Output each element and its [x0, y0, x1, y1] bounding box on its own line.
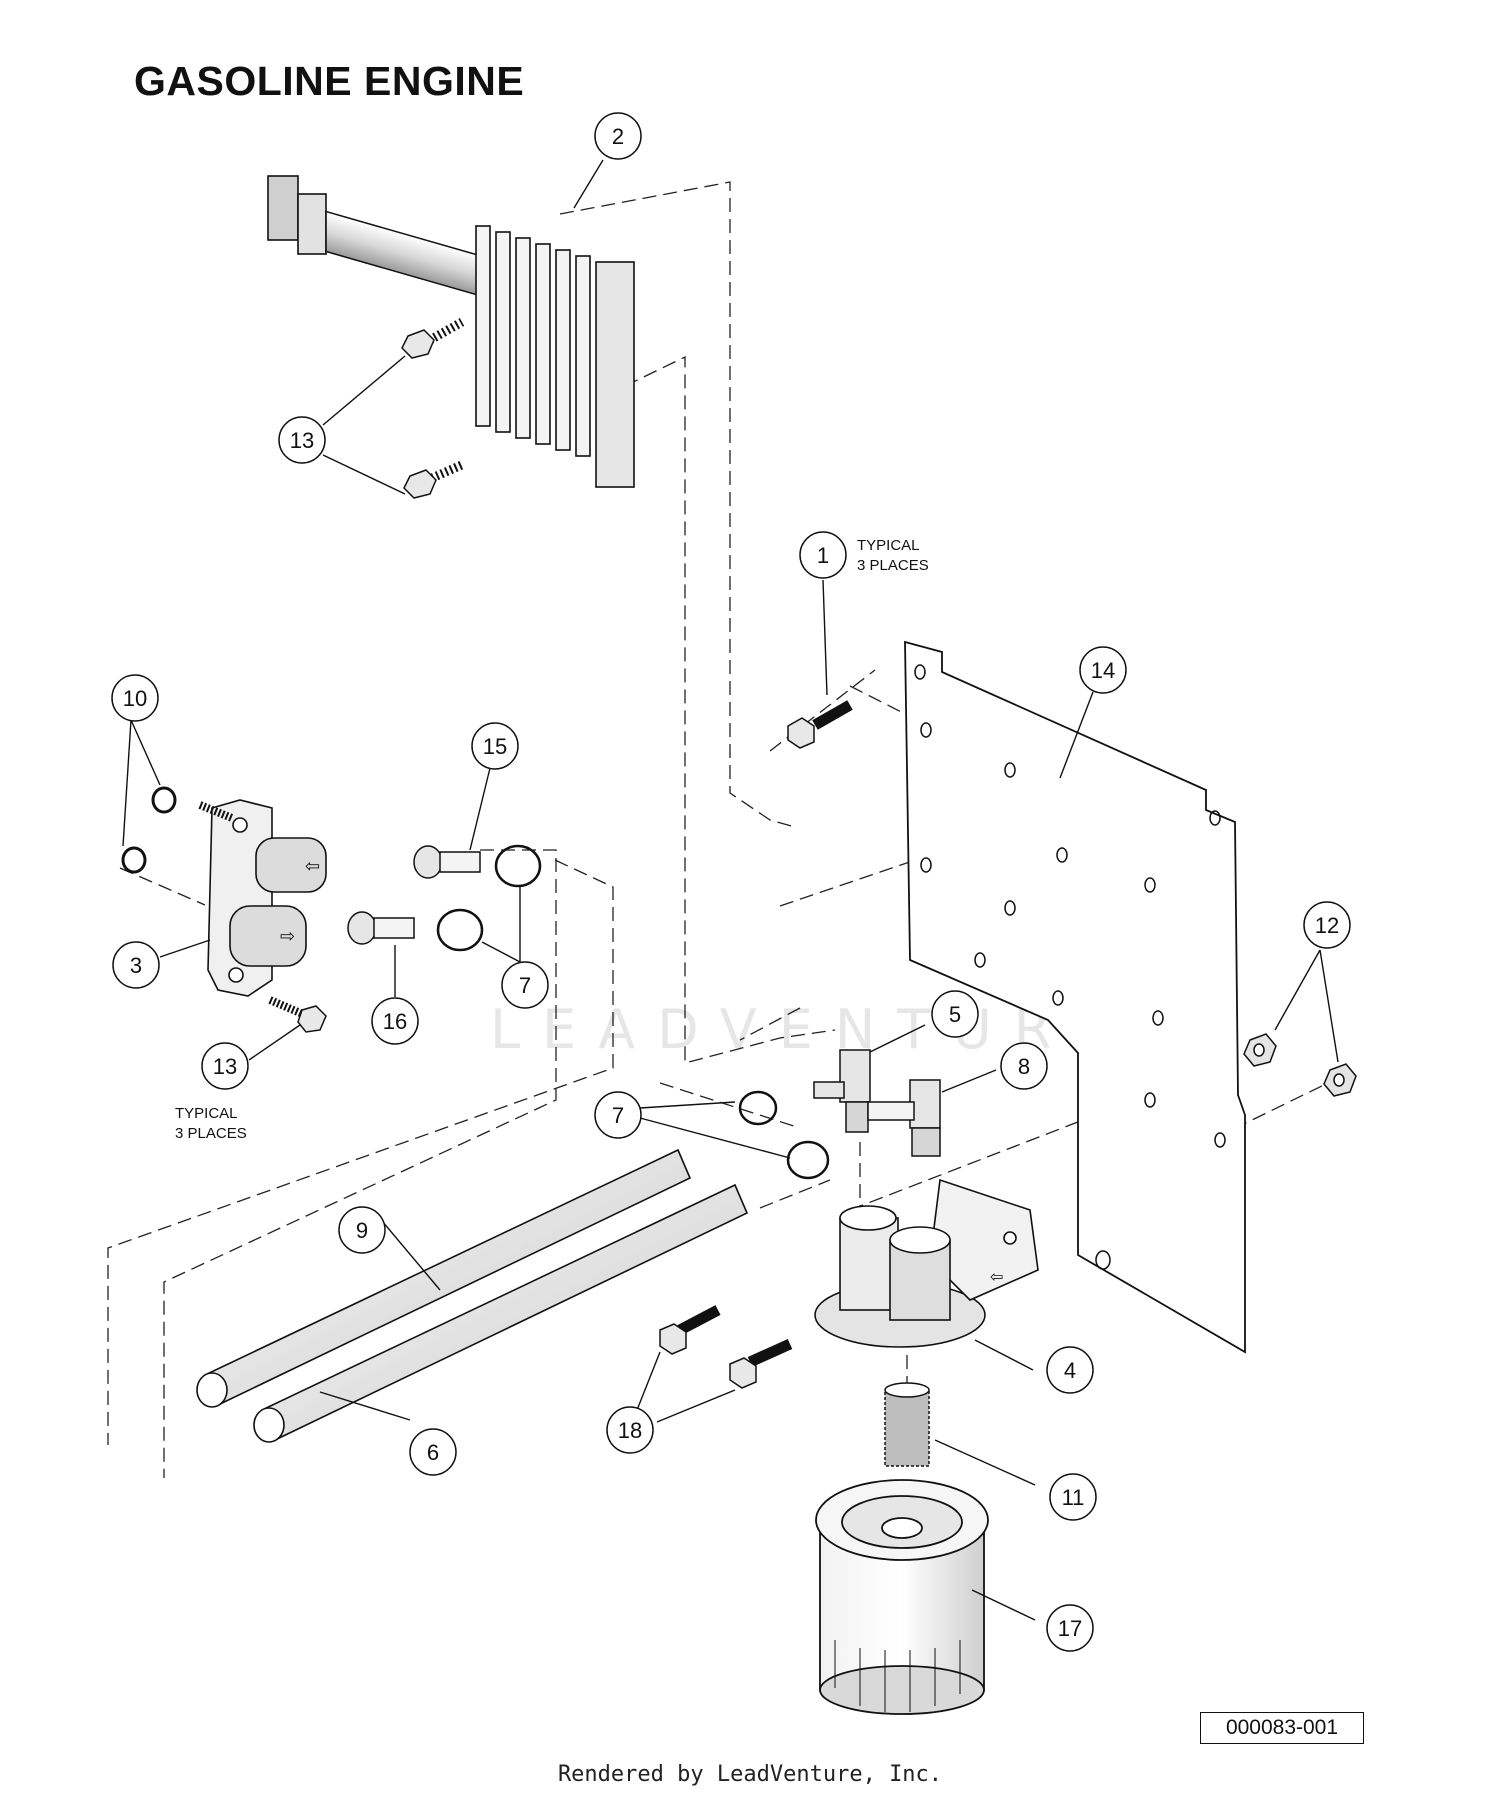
callout-label: 12	[1315, 913, 1339, 938]
callout-label: 18	[618, 1418, 642, 1443]
callout-14	[1079, 646, 1127, 694]
adapter-housing: ⇦ ⇨	[207, 799, 327, 997]
callout-7-left	[501, 961, 549, 1009]
callout-13-lower	[201, 1042, 249, 1090]
filter-grip-ridges	[834, 1640, 961, 1712]
callout-label: 9	[356, 1218, 368, 1243]
fitting-lower	[347, 911, 415, 945]
callout-10	[1049, 1473, 1097, 1521]
mounting-plate	[904, 640, 1246, 1354]
callout-label: 14	[1091, 658, 1115, 683]
callout-label: 3	[130, 953, 142, 978]
o-rings	[121, 786, 177, 874]
cooler-pipe	[325, 210, 487, 299]
clamp-lower-left	[436, 908, 484, 952]
hose-clamps	[436, 844, 830, 1180]
callout-11	[111, 674, 159, 722]
callout-circles	[111, 112, 1351, 1652]
callout-label: 1	[817, 543, 829, 568]
elbow-8	[867, 1079, 941, 1157]
callout-15	[471, 722, 519, 770]
clamp-upper-right	[738, 1090, 778, 1126]
clamp-upper-left	[494, 844, 542, 888]
oil-filter	[815, 1479, 989, 1715]
svg-text:⇦: ⇦	[305, 856, 320, 876]
callout-16	[371, 997, 419, 1045]
callout-label: 13	[213, 1054, 237, 1079]
footer-credit: Rendered by LeadVenture, Inc.	[557, 1762, 943, 1787]
hoses	[196, 1148, 749, 1443]
callout-18	[606, 1406, 654, 1454]
adapter-bolts	[659, 1305, 793, 1389]
leader-lines	[122, 159, 1339, 1621]
document-number: 000083-001	[1200, 1712, 1364, 1744]
plate-bolt	[787, 700, 853, 749]
callout-4	[1046, 1346, 1094, 1394]
callout-label: 15	[483, 734, 507, 759]
callout-label: 8	[1018, 1054, 1030, 1079]
typical-notes: TYPICAL 3 PLACES TYPICAL 3 PLACES	[175, 537, 929, 1142]
callout-label: 2	[612, 124, 624, 149]
cooler-fins	[475, 225, 635, 488]
plate-holes	[914, 664, 1226, 1270]
note-typical-13-line1: TYPICAL	[175, 1105, 238, 1122]
callout-3	[112, 941, 160, 989]
housing-bolts	[198, 801, 327, 1033]
callout-17	[1046, 1604, 1094, 1652]
oil-cooler	[267, 175, 635, 488]
callout-labels: 2 13 1 14 10 15 3 16 7 13 12 5 8 7 9 4 6…	[123, 124, 1339, 1641]
svg-text:⇨: ⇨	[280, 926, 295, 946]
callout-12	[1303, 901, 1351, 949]
bolt-upper	[401, 318, 465, 359]
callout-label: 5	[949, 1002, 961, 1027]
callout-label: 11	[1062, 1485, 1085, 1510]
note-typical-1-line1: TYPICAL	[857, 537, 920, 554]
callout-8	[1000, 1042, 1048, 1090]
callout-1	[799, 531, 847, 579]
filter-adapter: ⇦	[814, 1178, 1039, 1348]
bolt-lower	[403, 459, 466, 499]
callout-label: 16	[383, 1009, 407, 1034]
cooler-bolts	[401, 318, 466, 499]
callout-13-upper	[278, 416, 326, 464]
threaded-nipple	[884, 1382, 930, 1467]
callout-2	[594, 112, 642, 160]
cooler-bracket-left	[267, 175, 299, 241]
callout-label: 13	[290, 428, 314, 453]
fitting-upper	[413, 845, 481, 879]
plate-nuts	[1243, 1033, 1357, 1097]
note-typical-13-line2: 3 PLACES	[175, 1125, 247, 1142]
hose-9	[203, 1148, 692, 1407]
callout-5	[931, 990, 979, 1038]
housing-port-lower	[229, 905, 307, 967]
hose-fittings	[347, 845, 481, 945]
diagram-title: GASOLINE ENGINE	[134, 58, 525, 104]
callout-7-right	[594, 1091, 642, 1139]
elbow-fittings	[813, 1049, 941, 1157]
callout-label: 10	[123, 686, 147, 711]
callout-6	[409, 1428, 457, 1476]
callout-label: 6	[427, 1440, 439, 1465]
housing-port-upper	[255, 837, 327, 893]
callout-label: 7	[612, 1103, 624, 1128]
callout-label: 17	[1058, 1616, 1082, 1641]
clamp-lower-right	[786, 1140, 830, 1180]
callout-9	[338, 1206, 386, 1254]
callout-label: 4	[1064, 1358, 1076, 1383]
svg-text:⇦: ⇦	[990, 1269, 1003, 1286]
note-typical-1-line2: 3 PLACES	[857, 557, 929, 574]
callout-label: 7	[519, 973, 531, 998]
elbow-5	[813, 1049, 871, 1133]
